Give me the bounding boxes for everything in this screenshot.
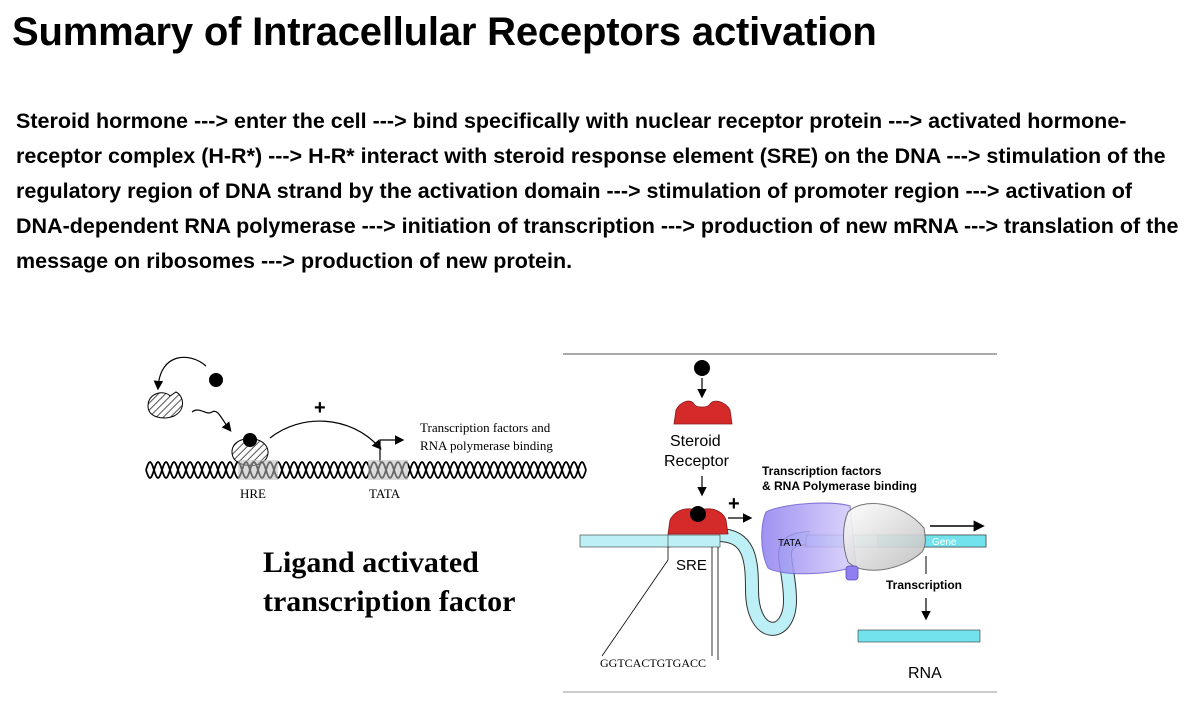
gene-label: Gene (932, 537, 957, 548)
summary-paragraph: Steroid hormone ---> enter the cell --->… (16, 109, 1179, 273)
left-tf-label-line2: RNA polymerase binding (420, 438, 553, 453)
binding-arrow (191, 409, 232, 432)
left-diagram: + Transcription factors and RNA polymera… (145, 356, 587, 501)
right-tata-label: TATA (778, 538, 802, 549)
rna-label: RNA (908, 665, 942, 682)
activation-arrow (269, 420, 382, 450)
bound-ligand-icon (243, 433, 257, 447)
page-title: Summary of Intracellular Receptors activ… (12, 10, 877, 54)
right-diagram: Steroid Receptor Transcription factors &… (563, 353, 997, 693)
helix-strand-a (145, 460, 587, 480)
bound-steroid-ligand-icon (690, 506, 706, 522)
free-receptor-icon (147, 391, 183, 419)
left-tf-label-line1: Transcription factors and (420, 420, 551, 435)
transcription-factor-complex (761, 502, 857, 575)
transcription-label: Transcription (886, 578, 962, 592)
transcription-start-arrow (379, 435, 405, 462)
hre-region (238, 460, 278, 480)
caption-line1: Ligand activated (263, 546, 479, 579)
hre-label: HRE (240, 486, 266, 501)
right-tf-label-line2: & RNA Polymerase binding (762, 479, 917, 493)
left-tata-label: TATA (369, 486, 401, 501)
sre-segment (667, 534, 721, 548)
rna-strand (857, 629, 981, 643)
steroid-label: Steroid (670, 433, 721, 450)
sre-label: SRE (676, 557, 707, 574)
dna-helix (145, 460, 587, 480)
steroid-ligand-icon (694, 360, 710, 376)
helix-strand-b (145, 460, 587, 480)
tata-region (368, 460, 408, 480)
entry-arrow (153, 356, 207, 391)
polymerase-tail (845, 565, 859, 581)
left-plus-sign: + (314, 397, 326, 419)
caption-line2: transcription factor (263, 585, 516, 618)
dna-strand-left (579, 534, 671, 548)
sequence-pointer (601, 559, 669, 657)
right-tf-label-line1: Transcription factors (762, 464, 882, 478)
receptor-label: Receptor (664, 453, 730, 470)
rna-polymerase-icon (843, 503, 926, 571)
hormone-ligand-icon (209, 373, 223, 387)
steroid-receptor-icon (673, 400, 733, 425)
right-plus-sign: + (728, 493, 740, 515)
sre-sequence: GGTCACTGTGACC (600, 656, 706, 670)
caption: Ligand activated transcription factor (263, 543, 515, 621)
